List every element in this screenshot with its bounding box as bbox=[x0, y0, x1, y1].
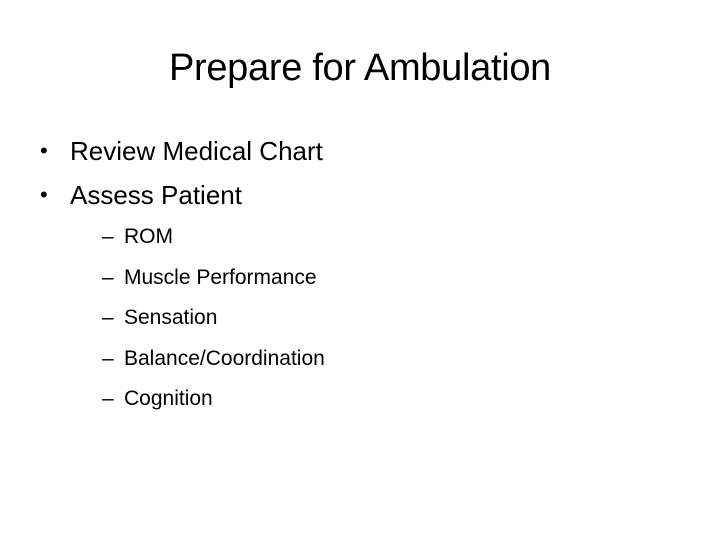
dash-icon: – bbox=[102, 346, 114, 370]
bullet-item: • Assess Patient bbox=[36, 175, 676, 219]
bullet-list: • Review Medical Chart • Assess Patient … bbox=[36, 131, 676, 422]
sub-bullet-text: Balance/Coordination bbox=[124, 346, 325, 370]
dash-icon: – bbox=[102, 265, 114, 289]
sub-bullet-item: – Balance/Coordination bbox=[36, 341, 676, 382]
sub-bullet-item: – Cognition bbox=[36, 381, 676, 422]
sub-bullet-text: Muscle Performance bbox=[124, 265, 317, 289]
sub-bullet-text: Sensation bbox=[124, 306, 218, 329]
bullet-dot-icon: • bbox=[40, 138, 48, 163]
sub-bullet-text: ROM bbox=[124, 225, 173, 248]
dash-icon: – bbox=[102, 306, 114, 329]
bullet-dot-icon: • bbox=[40, 182, 48, 207]
dash-icon: – bbox=[102, 225, 114, 248]
sub-bullet-item: – ROM bbox=[36, 219, 676, 260]
sub-bullet-item: – Muscle Performance bbox=[36, 260, 676, 301]
sub-bullet-item: – Sensation bbox=[36, 300, 676, 341]
sub-bullet-text: Cognition bbox=[124, 387, 213, 410]
bullet-text: Review Medical Chart bbox=[70, 136, 323, 166]
dash-icon: – bbox=[102, 387, 114, 410]
bullet-text: Assess Patient bbox=[70, 180, 242, 210]
bullet-item: • Review Medical Chart bbox=[36, 131, 676, 175]
slide-title: Prepare for Ambulation bbox=[168, 47, 552, 89]
